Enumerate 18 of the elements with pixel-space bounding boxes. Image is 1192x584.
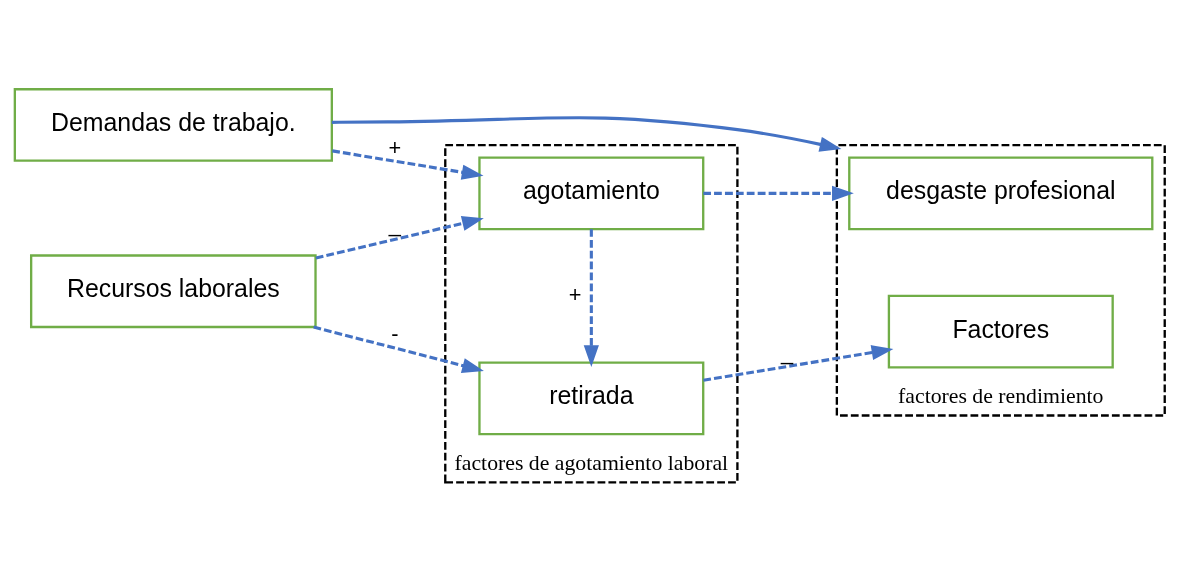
node-box: Recursos laborales xyxy=(30,254,317,329)
edge-label: _ xyxy=(781,339,794,365)
edge-label: _ xyxy=(388,212,401,238)
arrow xyxy=(332,149,484,180)
edge-label: + xyxy=(568,281,582,307)
arrow xyxy=(703,345,894,382)
edge-label: - xyxy=(391,321,399,347)
node-box: desgaste profesional xyxy=(848,156,1154,231)
arrow xyxy=(331,116,842,152)
arrow xyxy=(703,185,854,201)
node-box: agotamiento xyxy=(478,156,705,231)
node-box: Demandas de trabajo. xyxy=(13,88,333,162)
arrow xyxy=(583,229,599,367)
arrow xyxy=(315,215,484,260)
arrow xyxy=(313,325,484,374)
node-box: retirada xyxy=(478,361,705,436)
node-box: Factores xyxy=(887,294,1114,369)
edge-label: + xyxy=(388,134,402,160)
